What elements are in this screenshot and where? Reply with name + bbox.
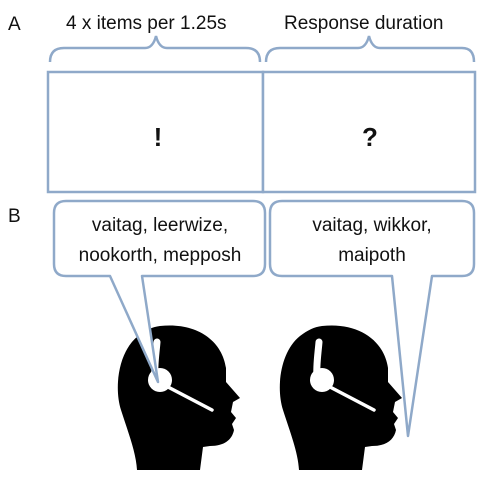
- left-bubble-line-1: vaitag, leerwize,: [92, 215, 228, 236]
- right-head-icon: [279, 325, 402, 470]
- panel-b-label: B: [8, 206, 21, 227]
- stimulus-timing-header: 4 x items per 1.25s: [66, 13, 227, 34]
- left-brace: [48, 35, 262, 63]
- stimulus-screen: [46, 70, 265, 194]
- left-speech-bubble: [52, 199, 267, 384]
- right-bubble-line-1: vaitag, wikkor,: [312, 215, 431, 236]
- right-speech-bubble: [268, 199, 476, 438]
- response-duration-header: Response duration: [284, 13, 444, 34]
- panel-a-label: A: [8, 14, 21, 35]
- question-symbol: ?: [362, 122, 378, 152]
- left-bubble-line-2: nookorth, mepposh: [79, 245, 242, 266]
- right-brace: [264, 35, 476, 63]
- left-head-icon: [117, 325, 240, 470]
- response-screen: [261, 70, 477, 194]
- exclamation-symbol: !: [154, 122, 163, 152]
- right-bubble-line-2: maipoth: [338, 245, 406, 266]
